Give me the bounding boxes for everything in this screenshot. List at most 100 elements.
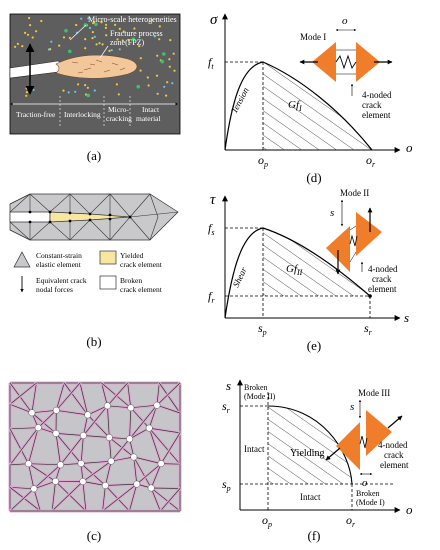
f-x-label: o bbox=[406, 502, 413, 517]
fpz-label-2: zone(FPZ) bbox=[110, 38, 145, 47]
heterogeneity-particle bbox=[86, 93, 91, 98]
mesh-edge bbox=[129, 484, 138, 512]
heterogeneity-particle bbox=[29, 24, 32, 27]
e-softening-area bbox=[263, 228, 370, 296]
heterogeneity-particle bbox=[68, 36, 71, 39]
heterogeneity-particle bbox=[169, 39, 172, 42]
mesh-lines bbox=[9, 193, 179, 241]
mesh-junction bbox=[30, 485, 38, 493]
e-y-label: τ bbox=[210, 192, 216, 208]
e-xtick-p: sp bbox=[258, 321, 267, 337]
heterogeneity-particle bbox=[32, 88, 35, 91]
mesh-edge bbox=[148, 427, 181, 465]
mesh-edge bbox=[9, 403, 33, 414]
legend-yield-2: crack element bbox=[120, 260, 163, 269]
heterogeneity-particle bbox=[16, 42, 19, 46]
mesh-edge bbox=[55, 433, 82, 464]
mesh-edge bbox=[51, 481, 56, 512]
panel-e: τ s fs fr sp sr Shear GfII Mode II s 4-n… bbox=[208, 188, 409, 353]
heterogeneity-particle bbox=[94, 22, 98, 27]
d-y-label: σ bbox=[210, 12, 218, 28]
caption-c: (c) bbox=[87, 528, 101, 543]
d-mode-label: Mode I bbox=[300, 32, 326, 42]
mesh-junction bbox=[157, 460, 165, 468]
heterogeneity-particle bbox=[58, 44, 61, 47]
heterogeneity-particle bbox=[136, 84, 140, 89]
heterogeneity-particle bbox=[62, 36, 66, 39]
heterogeneity-particle bbox=[156, 54, 159, 57]
heterogeneity-particle bbox=[122, 30, 125, 33]
heterogeneity-particle bbox=[83, 23, 88, 27]
heterogeneity-particle bbox=[118, 27, 121, 30]
heterogeneity-particle bbox=[88, 26, 92, 30]
heterogeneity-particle bbox=[25, 87, 28, 90]
f-element-right bbox=[366, 410, 392, 456]
heterogeneity-particle bbox=[162, 52, 166, 56]
mesh-edge bbox=[33, 480, 56, 490]
heterogeneity-particle bbox=[166, 81, 169, 84]
heterogeneity-particle bbox=[91, 37, 94, 40]
panel-a: Micro-scale heterogeneities Fracture pro… bbox=[9, 13, 181, 163]
d-x-label: o bbox=[406, 140, 413, 155]
mesh-edge bbox=[102, 483, 138, 512]
mesh-edge bbox=[60, 435, 84, 466]
mesh-junction bbox=[52, 477, 59, 485]
mesh-edge bbox=[33, 488, 41, 512]
legend-yield-symbol bbox=[99, 250, 117, 265]
mesh-edge bbox=[9, 382, 33, 414]
d-softening-area bbox=[263, 62, 372, 150]
heterogeneity-particle bbox=[105, 23, 108, 26]
heterogeneity-particle bbox=[133, 27, 136, 30]
f-slip-label: s bbox=[350, 401, 354, 413]
mesh-edge bbox=[82, 481, 106, 486]
mesh-junction bbox=[79, 478, 87, 485]
panel-d: σ o ft op or Tension GfI Mode I o 4-node… bbox=[208, 12, 413, 185]
fracture-process-zone bbox=[55, 54, 138, 79]
mesh-edge bbox=[55, 481, 87, 512]
heterogeneity-particle bbox=[171, 82, 174, 85]
fpz-leader bbox=[99, 45, 109, 59]
mesh-edge bbox=[9, 488, 35, 512]
mesh-edge bbox=[150, 487, 181, 512]
heterogeneity-particle bbox=[121, 39, 124, 42]
mesh-edge bbox=[9, 427, 39, 430]
mesh-junction bbox=[77, 460, 85, 467]
mesh-edge bbox=[133, 456, 152, 489]
heterogeneity-label: Micro-scale heterogeneities bbox=[88, 15, 177, 24]
f-element-1: 4-noded bbox=[378, 440, 408, 450]
mesh-edge bbox=[102, 485, 106, 512]
zone-micro-1: Micro- bbox=[108, 105, 129, 114]
zone-interlocking: Interlocking bbox=[64, 110, 101, 119]
mesh-junction bbox=[130, 453, 138, 461]
heterogeneity-particle bbox=[114, 23, 117, 26]
heterogeneity-particle bbox=[117, 93, 120, 96]
f-spring bbox=[359, 435, 368, 449]
mesh-edge bbox=[156, 382, 181, 406]
zone-intact-2: material bbox=[136, 114, 161, 123]
heterogeneity-particle bbox=[100, 21, 103, 24]
mesh-edge bbox=[130, 404, 157, 409]
heterogeneity-particle bbox=[25, 91, 28, 94]
f-intact-upper: Intact bbox=[244, 444, 265, 454]
f-broken-mode2-1: Broken bbox=[244, 383, 268, 392]
heterogeneity-particle bbox=[131, 37, 136, 42]
f-ytick-p: sp bbox=[222, 477, 231, 493]
mesh-junction bbox=[103, 402, 111, 410]
f-pull-lower bbox=[325, 447, 341, 461]
d-element-3: element bbox=[362, 110, 391, 120]
heterogeneity-particle bbox=[86, 86, 89, 89]
d-branch-label: Tension bbox=[229, 85, 251, 115]
mesh-edge bbox=[87, 405, 108, 416]
heterogeneity-leader bbox=[69, 24, 87, 41]
mesh-edge bbox=[37, 410, 57, 428]
heterogeneity-particle bbox=[28, 16, 31, 20]
mesh-edge bbox=[31, 382, 37, 413]
f-broken-mode1-1: Broken bbox=[356, 489, 380, 498]
mesh-edge bbox=[31, 409, 57, 414]
mesh-edge bbox=[159, 382, 181, 414]
legend-cst-1: Constant-strain bbox=[36, 251, 82, 260]
mesh-edge bbox=[9, 427, 39, 466]
heterogeneity-particles bbox=[14, 16, 176, 98]
mesh-junction bbox=[101, 482, 109, 489]
legend-broken-1: Broken bbox=[120, 276, 142, 285]
